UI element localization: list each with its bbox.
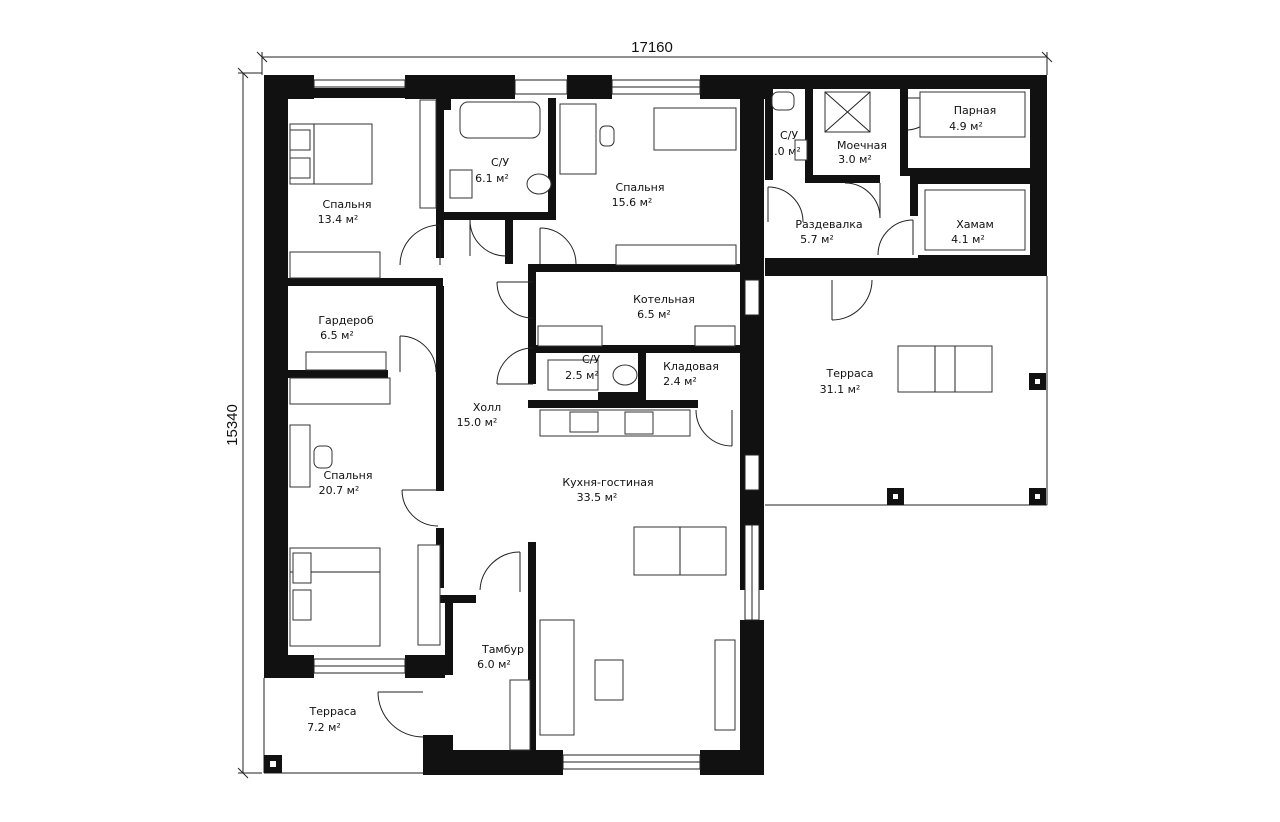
interior-walls	[288, 88, 1030, 752]
boiler-room-name: Котельная	[633, 293, 695, 306]
steam-room-area: 4.9 м²	[949, 120, 983, 133]
doors	[377, 97, 941, 738]
kitchen-counter	[539, 409, 691, 437]
vestibule-area: 6.0 м²	[477, 658, 511, 671]
bathroom-2-name: С/У	[582, 353, 600, 366]
kitchen-living-area: 33.5 м²	[577, 491, 618, 504]
hammam-name: Хамам	[956, 218, 994, 231]
bedroom-2-name: Спальня	[616, 181, 665, 194]
bedroom-3-name: Спальня	[324, 469, 373, 482]
changing-room-area: 5.7 м²	[800, 233, 834, 246]
wardrobe-area: 6.5 м²	[320, 329, 354, 342]
washroom-area: 3.0 м²	[838, 153, 872, 166]
boiler-room-area: 6.5 м²	[637, 308, 671, 321]
bedroom-2-area: 15.6 м²	[612, 196, 653, 209]
bathroom-1-area: 6.1 м²	[475, 172, 509, 185]
vestibule-name: Тамбур	[481, 643, 524, 656]
furniture	[289, 91, 1026, 751]
height-dimension: 15340	[224, 404, 241, 446]
width-dimension: 17160	[631, 39, 673, 56]
bathroom-1-name: С/У	[491, 156, 509, 169]
washroom-name: Моечная	[837, 139, 887, 152]
terrace-big-name: Терраса	[826, 367, 874, 380]
terrace-outline	[263, 276, 1048, 774]
bathroom-2-area: 2.5 м²	[565, 369, 599, 382]
kitchen-living-name: Кухня-гостиная	[562, 476, 653, 489]
hall-name: Холл	[473, 401, 501, 414]
dimension-lines	[237, 51, 1053, 779]
room-labels: Спальня 13.4 м² С/У 6.1 м² Спальня 15.6 …	[307, 104, 996, 734]
exterior-walls	[264, 75, 1047, 775]
terrace-big-area: 31.1 м²	[820, 383, 861, 396]
bathroom-sauna-area: 2.0 м²	[767, 145, 801, 158]
pantry-area: 2.4 м²	[663, 375, 697, 388]
bedroom-3-area: 20.7 м²	[319, 484, 360, 497]
wardrobe-name: Гардероб	[318, 314, 374, 327]
bathroom-sauna-name: С/У	[780, 129, 798, 142]
terrace-small-area: 7.2 м²	[307, 721, 341, 734]
terrace-table	[897, 345, 993, 393]
pantry-name: Кладовая	[663, 360, 719, 373]
hall-area: 15.0 м²	[457, 416, 498, 429]
terrace-small-name: Терраса	[309, 705, 357, 718]
bathtub	[459, 101, 541, 139]
steam-room-name: Парная	[954, 104, 997, 117]
bed-2	[653, 107, 737, 151]
hammam-area: 4.1 м²	[951, 233, 985, 246]
sofa	[539, 619, 575, 736]
bedroom-1-name: Спальня	[323, 198, 372, 211]
changing-room-name: Раздевалка	[795, 218, 862, 231]
bedroom-1-area: 13.4 м²	[318, 213, 359, 226]
